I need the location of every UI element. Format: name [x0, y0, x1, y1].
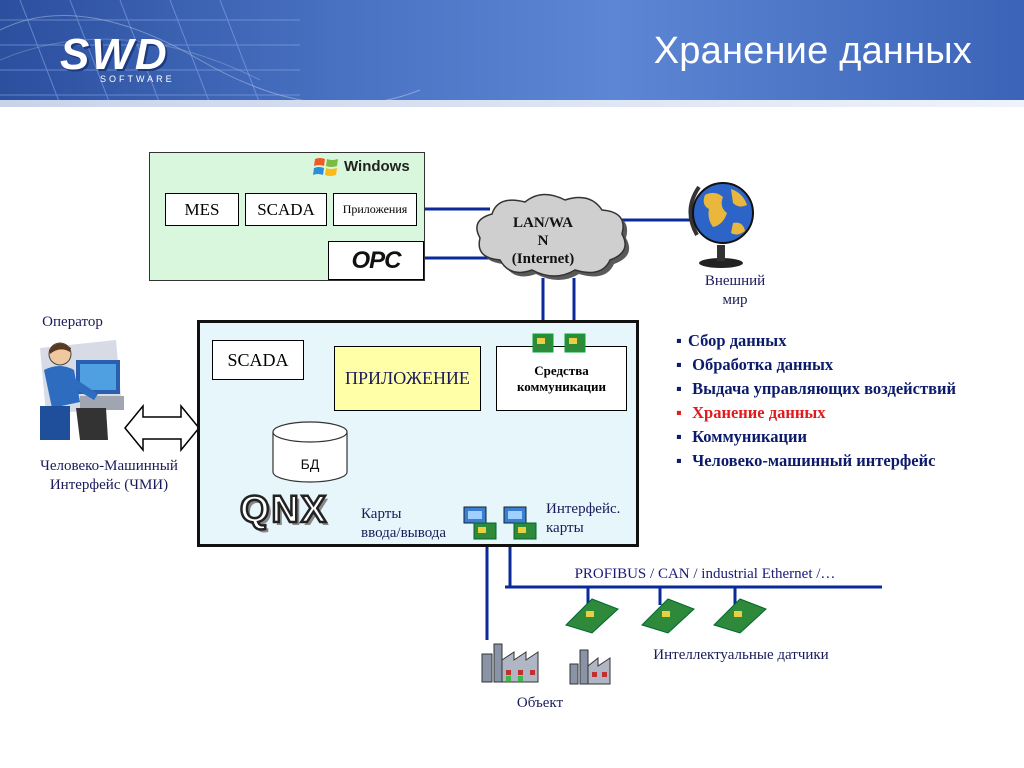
feature-text: Человеко-машинный интерфейс: [692, 451, 936, 470]
qnx-logo-text: QNX: [239, 487, 329, 532]
feature-text: Хранение данных: [692, 403, 826, 422]
interface-cards-line-1: Интерфейс.: [546, 501, 621, 517]
io-cards-line-2: ввода/вывода: [361, 525, 447, 541]
communication-box: Средства коммуникации: [496, 346, 627, 411]
io-cards-line-1: Карты: [361, 506, 402, 522]
scada-windows-box: SCADA: [245, 193, 327, 226]
scada-qnx-label: SCADA: [227, 349, 289, 370]
applications-box: Приложения: [333, 193, 417, 226]
communication-line-1: Средства: [534, 362, 589, 378]
windows-flag-icon: [313, 158, 338, 176]
feature-item: ▪ Человеко-машинный интерфейс: [676, 451, 936, 470]
opc-label: OPC: [351, 246, 401, 274]
interface-cards-line-2: карты: [546, 520, 584, 536]
operator-label: Оператор: [42, 314, 103, 330]
factory-icon: [481, 643, 611, 685]
cloud-line-3: (Internet): [511, 251, 575, 267]
globe-icon: [688, 182, 754, 268]
feature-text: Коммуникации: [692, 427, 807, 446]
feature-item-highlighted: ▪ Хранение данных: [676, 403, 826, 422]
application-label: ПРИЛОЖЕНИЕ: [345, 368, 470, 388]
feature-item: ▪Сбор данных: [676, 331, 787, 350]
logo-text: SWD: [60, 30, 169, 79]
lan-wan-cloud: [476, 193, 630, 280]
feature-text: Выдача управляющих воздействий: [692, 379, 957, 398]
smart-sensors-label: Интеллектуальные датчики: [653, 647, 829, 663]
hmi-arrow: [124, 403, 200, 453]
mes-box: MES: [165, 193, 239, 226]
io-cards-label: Карты ввода/вывода: [361, 505, 461, 543]
windows-label: Windows: [344, 157, 410, 175]
applications-label: Приложения: [342, 202, 408, 216]
object-label: Объект: [516, 695, 564, 711]
qnx-logo: QNX: [222, 487, 346, 532]
mes-label: MES: [184, 199, 220, 219]
feature-item: ▪ Коммуникации: [676, 427, 807, 446]
cloud-line-1: LAN/WA: [512, 215, 573, 231]
page-title: Хранение данных: [653, 30, 972, 72]
network-card-icon: [532, 333, 586, 353]
slide-header: SWD SOFTWARE Хранение данных: [0, 0, 1024, 104]
header-decoration: [0, 0, 421, 104]
logo-subtext: SOFTWARE: [100, 74, 175, 84]
header-divider: [0, 100, 1024, 107]
feature-item: ▪ Обработка данных: [676, 355, 834, 374]
scada-qnx-box: SCADA: [212, 340, 304, 380]
io-cards-icon: [463, 506, 537, 540]
application-box: ПРИЛОЖЕНИЕ: [334, 346, 481, 411]
feature-text: Сбор данных: [688, 331, 787, 350]
outside-world-line-2: мир: [722, 292, 748, 308]
hmi-label: Человеко-Машинный Интерфейс (ЧМИ): [20, 457, 198, 495]
feature-item: ▪ Выдача управляющих воздействий: [676, 379, 957, 398]
operator-icon: [40, 340, 124, 440]
smart-sensors-icon: [565, 598, 767, 634]
outside-world-label: Внешний мир: [690, 272, 780, 310]
cloud-label: LAN/WA N (Internet): [500, 214, 586, 268]
feature-text: Обработка данных: [692, 355, 834, 374]
company-logo: SWD SOFTWARE: [60, 30, 175, 84]
database-label: БД: [300, 456, 320, 472]
cloud-line-2: N: [537, 233, 549, 249]
scada-windows-label: SCADA: [257, 199, 315, 219]
database-icon: [272, 421, 348, 483]
hmi-line-1: Человеко-Машинный: [40, 458, 178, 474]
feature-list: ▪Сбор данных ▪ Обработка данных ▪ Выдача…: [676, 331, 956, 475]
communication-line-2: коммуникации: [516, 378, 607, 394]
opc-box: OPC: [328, 241, 424, 280]
hmi-line-2: Интерфейс (ЧМИ): [49, 477, 169, 493]
fieldbus-label: PROFIBUS / CAN / industrial Ethernet /…: [574, 566, 836, 582]
interface-cards-label: Интерфейс. карты: [546, 500, 636, 538]
outside-world-line-1: Внешний: [704, 273, 766, 289]
windows-logo: Windows: [313, 155, 410, 177]
